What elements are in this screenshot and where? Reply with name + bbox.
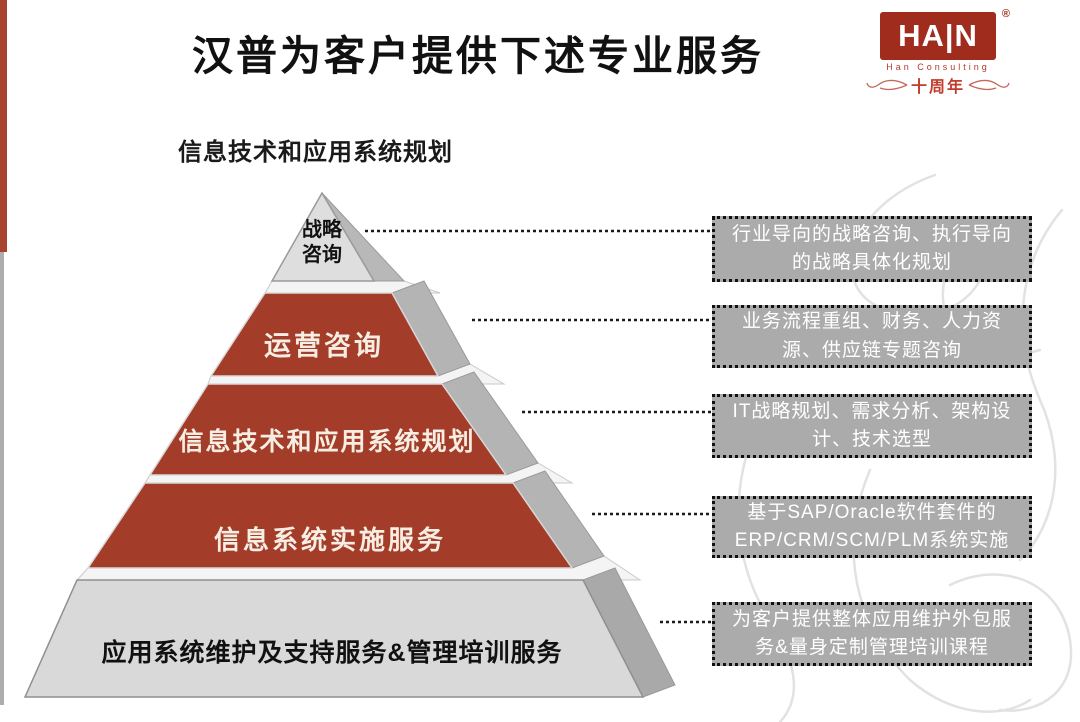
annotation-box-maintenance: 为客户提供整体应用维护外包服务&量身定制管理培训课程 [712,602,1032,666]
pyramid-level-2-face [209,292,440,377]
left-accent-bar-gray [0,252,4,705]
annotation-box-it-planning: IT战略规划、需求分析、架构设计、技术选型 [712,394,1032,458]
slide-title: 汉普为客户提供下述专业服务 [192,33,764,79]
pyramid-level-1-face [270,191,376,282]
han-logo-letters: HA|N [880,12,996,60]
flourish-right-icon [968,79,1010,91]
anniversary-label: 十周年 [910,79,965,96]
han-logo: HA|N ® Han Consulting 十周年 [852,8,1024,97]
slide-subtitle: 信息技术和应用系统规划 [178,139,453,166]
pyramid-level-4-face [86,482,574,569]
pyramid-level-1-label: 战略 咨询 [302,219,342,266]
pyramid-level-5-face [23,579,645,698]
pyramid-level-3-label: 信息技术和应用系统规划 [178,428,476,456]
pyramid-front-faces [23,191,645,698]
flourish-left-icon [866,79,908,91]
annotation-box-implementation: 基于SAP/Oracle软件套件的ERP/CRM/SCM/PLM系统实施 [712,496,1032,558]
pyramid-level-5-label: 应用系统维护及支持服务&管理培训服务 [101,639,563,667]
han-logo-anniversary: 十周年 [852,73,1024,97]
registered-trademark-icon: ® [1001,8,1010,20]
pyramid-level-2-label: 运营咨询 [264,331,384,361]
han-logo-subtext: Han Consulting [886,62,990,72]
connector-lines [365,229,712,624]
pyramid-level-3-face [148,383,508,476]
annotation-box-strategy: 行业导向的战略咨询、执行导向的战略具体化规划 [712,216,1032,282]
pyramid-side-faces [321,192,676,698]
left-accent-bar-red [0,0,7,252]
annotation-box-operations: 业务流程重组、财务、人力资源、供应链专题咨询 [712,305,1032,368]
pyramid-level-4-label: 信息系统实施服务 [213,525,447,555]
han-logo-mark: HA|N ® [880,8,1010,60]
